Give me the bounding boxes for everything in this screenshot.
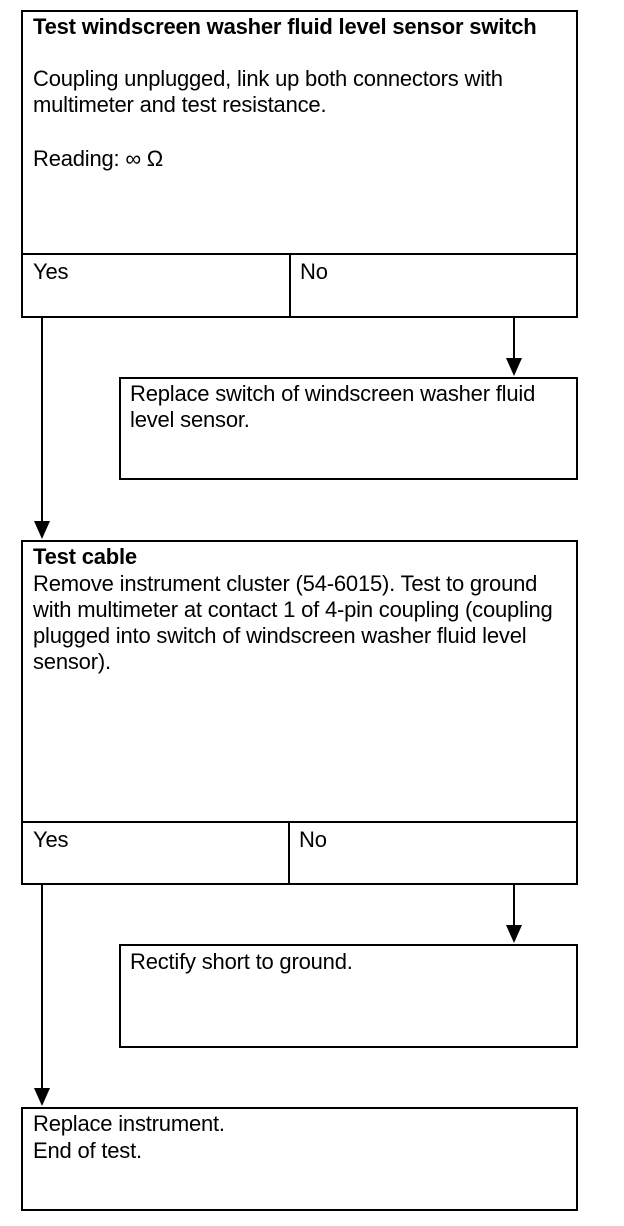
step2-title: Test cable [33,544,137,569]
step1-reading: Reading: ∞ Ω [33,146,164,171]
step1-yes-no-divider [289,253,291,317]
step1-no-label: No [300,259,328,284]
final-line1: Replace instrument. [33,1111,225,1136]
action1-box [119,377,578,480]
step2-yes-no-divider [288,821,290,884]
step1-box [21,10,578,318]
step1-title: Test windscreen washer fluid level senso… [33,14,537,39]
final-line2: End of test. [33,1138,142,1163]
action2-box [119,944,578,1048]
arrow-step2-no-to-action2 [506,885,522,943]
arrow-step1-no-to-action1 [506,318,522,376]
action2-text: Rectify short to ground. [130,949,353,974]
step1-body: Coupling unplugged, link up both connect… [33,66,503,117]
step2-no-label: No [299,827,327,852]
step2-box [21,540,578,885]
step2-yes-label: Yes [33,827,69,852]
final-box [21,1107,578,1211]
step2-body: Remove instrument cluster (54-6015). Tes… [33,571,553,674]
step1-yes-label: Yes [33,259,69,284]
step2-answer-divider [21,821,578,823]
arrow-step2-yes-to-final [34,885,50,1106]
action1-text: Replace switch of windscreen washer flui… [130,381,536,432]
arrow-step1-yes-to-step2 [34,318,50,539]
step1-answer-divider [21,253,578,255]
